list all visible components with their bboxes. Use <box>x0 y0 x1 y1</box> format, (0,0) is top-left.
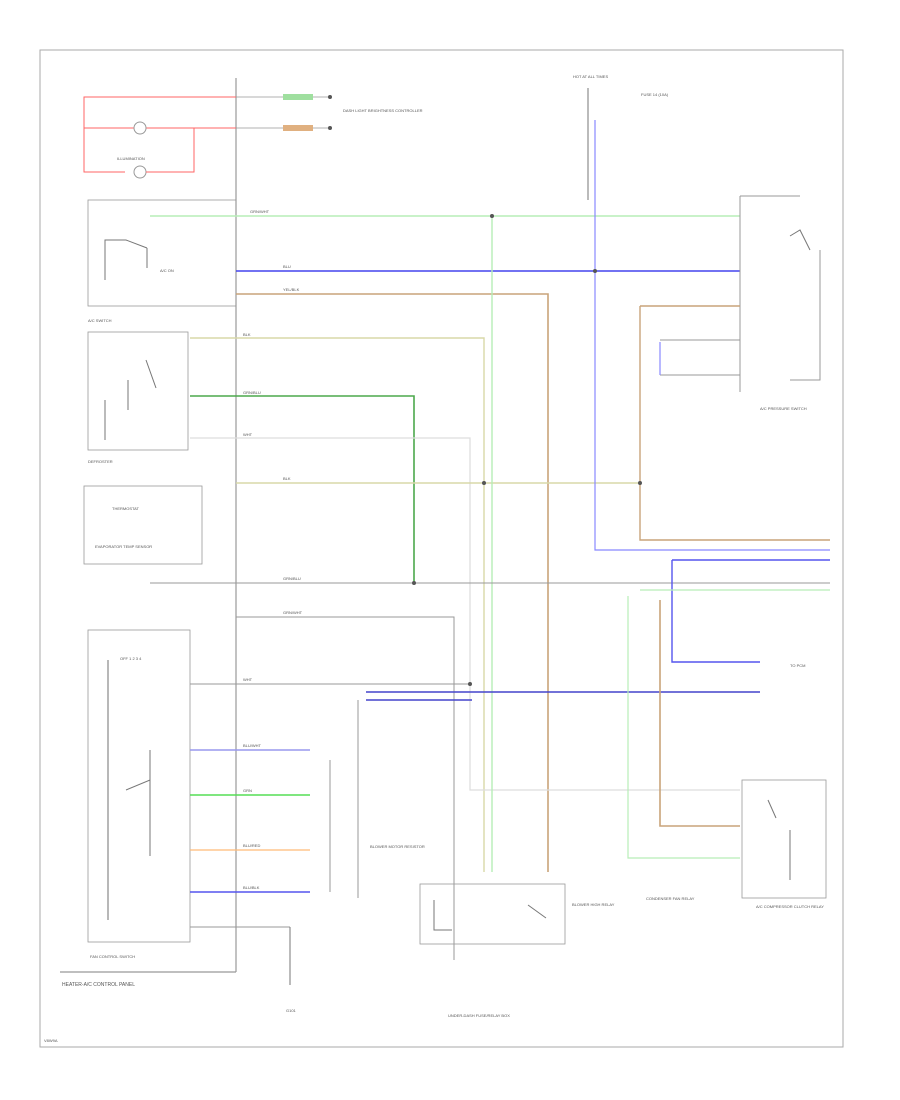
illumination-circuit: ILLUMINATION DASH LIGHT BRIGHTNESS CONTR… <box>83 94 423 179</box>
svg-text:GRN/WHT: GRN/WHT <box>283 610 303 615</box>
ac-switch-label: A/C SWITCH <box>88 318 112 323</box>
dimmer-label: DASH LIGHT BRIGHTNESS CONTROLLER <box>343 108 423 113</box>
svg-text:BLU/BLK: BLU/BLK <box>243 885 260 890</box>
fuse-hot-label: HOT AT ALL TIMES <box>573 74 608 79</box>
blower-resistor-group: BLOWER MOTOR RESISTOR <box>357 699 472 898</box>
fuse-feed-group: HOT AT ALL TIMES FUSE 14 (10A) <box>573 74 830 551</box>
svg-text:GRN: GRN <box>243 788 252 793</box>
thermo-label: THERMOSTAT <box>112 506 140 511</box>
diagram-border <box>39 49 844 1048</box>
fan-speeds-label: OFF 1 2 3 4 <box>120 656 142 661</box>
fan-switch-label: DEFROSTER <box>88 459 113 464</box>
svg-text:GRN/BLU: GRN/BLU <box>243 390 261 395</box>
condenser-fan-relay-group: CONDENSER FAN RELAY A/C COMPRESSOR CLUTC… <box>646 779 827 909</box>
ac-on-label: A/C ON <box>160 268 174 273</box>
svg-text:WHT: WHT <box>243 432 253 437</box>
fan-control-switch-group: OFF 1 2 3 4 FAN CONTROL SWITCH <box>87 629 191 959</box>
wire-wht-upper: WHT <box>190 432 740 791</box>
svg-text:YEL/BLK: YEL/BLK <box>283 287 300 292</box>
compressor-label: A/C COMPRESSOR CLUTCH RELAY <box>756 904 824 909</box>
wire-grn-blu-lower: GRN/BLU <box>150 576 830 584</box>
defrost-box-group: THERMOSTAT EVAPORATOR TEMP SENSOR <box>83 485 203 565</box>
svg-text:BLU/WHT: BLU/WHT <box>243 743 262 748</box>
wire-wht-lower: WHT <box>190 677 470 685</box>
illumination-label: ILLUMINATION <box>117 156 145 161</box>
blower-resistor-label: BLOWER MOTOR RESISTOR <box>370 844 425 849</box>
wire-yel-blk: YEL/BLK <box>236 287 549 872</box>
control-panel-label: HEATER-A/C CONTROL PANEL <box>62 982 135 988</box>
reference-code: V8W9A <box>44 1038 58 1043</box>
junction-dots <box>412 214 642 686</box>
svg-text:GRN/BLU: GRN/BLU <box>283 576 301 581</box>
fan-speed-wires: BLU/WHT GRN BLU/RED BLU/BLK G101 <box>149 743 331 1013</box>
fan-switch-upper-group: DEFROSTER <box>87 331 189 464</box>
condenser-label: CONDENSER FAN RELAY <box>646 896 695 901</box>
wire-grn-blu: GRN/BLU <box>190 390 415 583</box>
svg-text:WHT: WHT <box>243 677 253 682</box>
blower-relay-group: BLOWER HIGH RELAY UNDER-DASH FUSE/RELAY … <box>419 883 615 1018</box>
evap-label: EVAPORATOR TEMP SENSOR <box>95 544 152 549</box>
blower-high-label: BLOWER HIGH RELAY <box>572 902 615 907</box>
wire-blk-middle: BLK <box>236 476 640 484</box>
ac-pressure-group: A/C PRESSURE SWITCH <box>639 195 830 541</box>
wire-blk-upper: BLK <box>190 332 485 872</box>
pcm-label: TO PCM <box>790 663 805 668</box>
svg-text:BLU/RED: BLU/RED <box>243 843 260 848</box>
control-panel-group: HEATER-A/C CONTROL PANEL <box>60 78 237 988</box>
wire-blu: BLU <box>236 264 740 272</box>
wire-grn-wht-lower: GRN/WHT <box>236 610 455 960</box>
svg-text:BLK: BLK <box>243 332 251 337</box>
fuse-note: FUSE 14 (10A) <box>641 92 669 97</box>
pcm-group: TO PCM <box>366 559 830 859</box>
pressure-switch-label: A/C PRESSURE SWITCH <box>760 406 807 411</box>
wire-grn-wht: GRN/WHT <box>150 209 740 217</box>
svg-text:BLK: BLK <box>283 476 291 481</box>
fan-control-label: FAN CONTROL SWITCH <box>90 954 135 959</box>
ac-switch-group: A/C ON A/C SWITCH <box>87 199 237 323</box>
ground-label: G101 <box>286 1008 297 1013</box>
svg-text:GRN/WHT: GRN/WHT <box>250 209 270 214</box>
fuse-box-label: UNDER-DASH FUSE/RELAY BOX <box>448 1013 510 1018</box>
svg-text:BLU: BLU <box>283 264 291 269</box>
